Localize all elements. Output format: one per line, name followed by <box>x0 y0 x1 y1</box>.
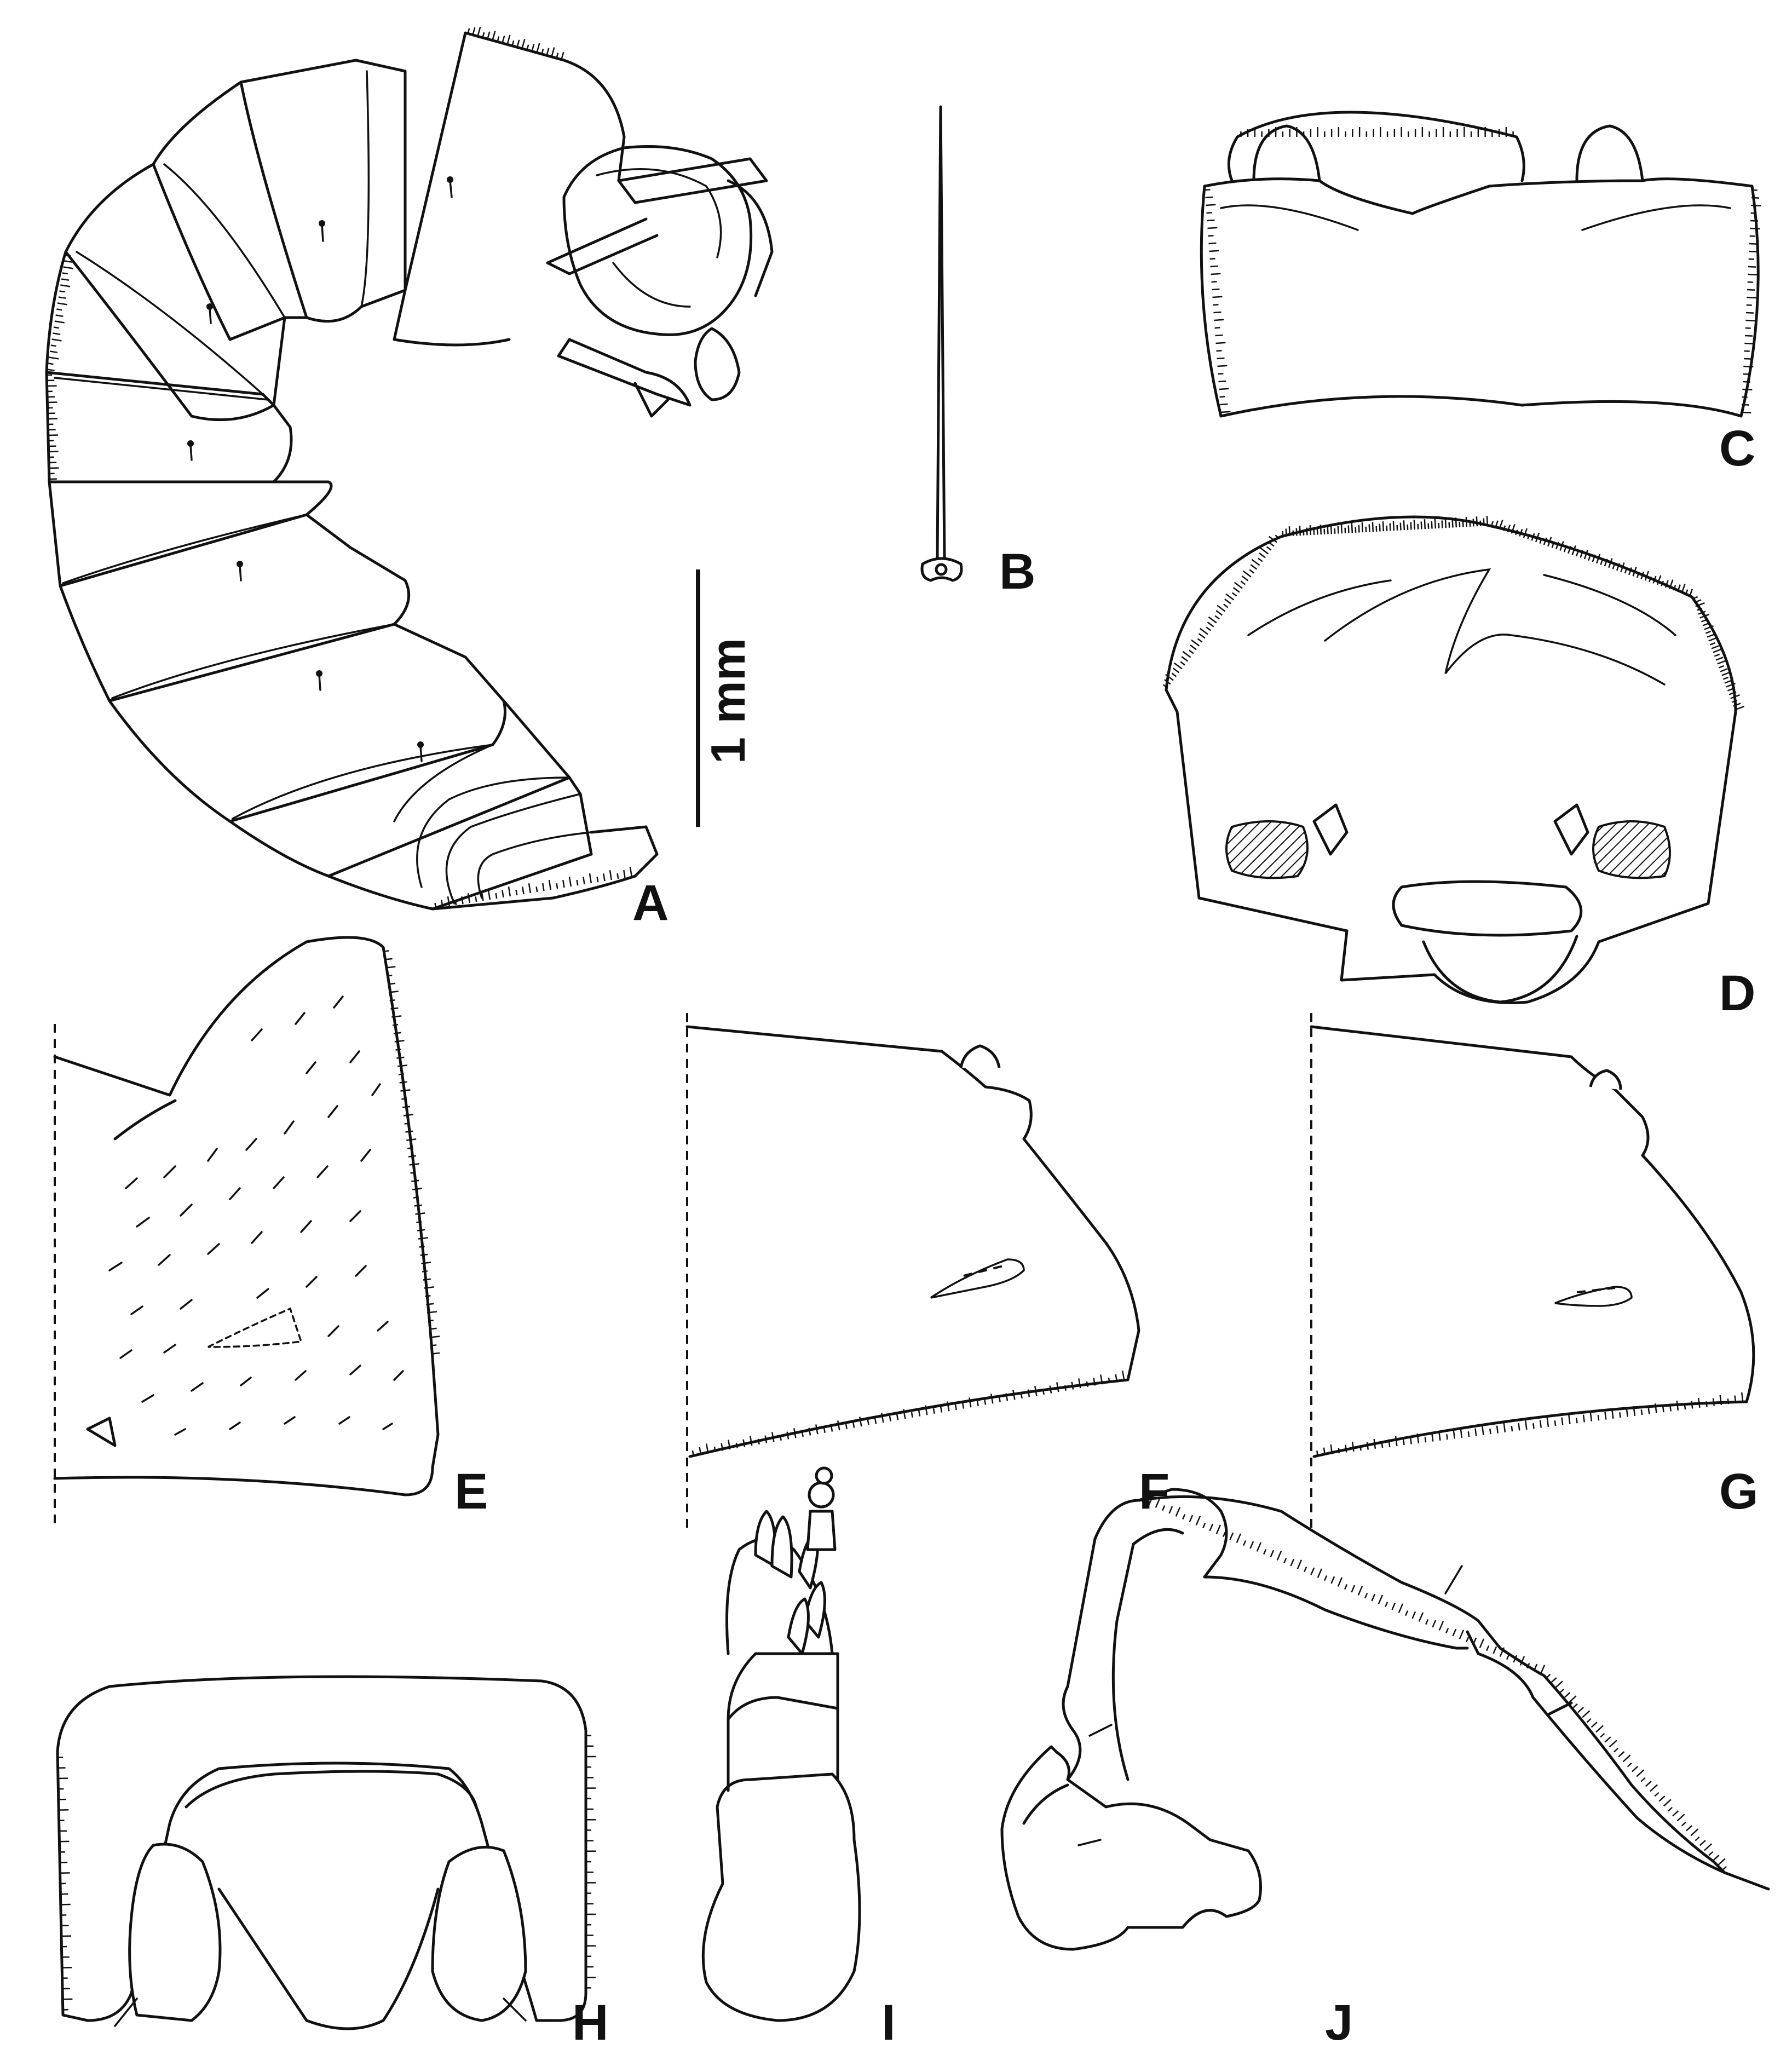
panel-label-c: C <box>1719 421 1755 476</box>
panel-g-paranotum-drawing <box>1310 1013 1755 1528</box>
panel-label-b: B <box>999 544 1035 600</box>
panel-b-seta-drawing <box>920 105 963 582</box>
panel-label-j: J <box>1325 1995 1353 2051</box>
panel-f-paranotum-drawing <box>685 1013 1140 1528</box>
panel-label-i: I <box>881 1995 896 2051</box>
scale-bar: 1 mm <box>696 569 755 827</box>
panel-label-h: H <box>572 1995 608 2051</box>
panel-e-paranotum-drawing <box>53 936 440 1528</box>
setae-decoration <box>47 26 1761 2011</box>
panel-j-leg-drawing <box>1000 1488 1770 1951</box>
scale-bar-label: 1 mm <box>701 638 755 764</box>
panel-i-appendage-drawing <box>701 1466 861 2022</box>
panel-label-f: F <box>1139 1464 1169 1519</box>
panel-labels: A B C D E F G H I J <box>454 421 1759 2051</box>
panel-label-a: A <box>632 875 669 931</box>
panel-c-collum-drawing <box>1200 111 1760 418</box>
panel-label-d: D <box>1719 965 1755 1021</box>
panel-label-e: E <box>454 1464 488 1519</box>
panel-label-g: G <box>1719 1464 1759 1519</box>
panel-d-head-frontal-drawing <box>1165 515 1737 1004</box>
panel-a-habitus-drawing <box>45 31 774 911</box>
panel-h-sternite-drawing <box>56 1675 587 2030</box>
